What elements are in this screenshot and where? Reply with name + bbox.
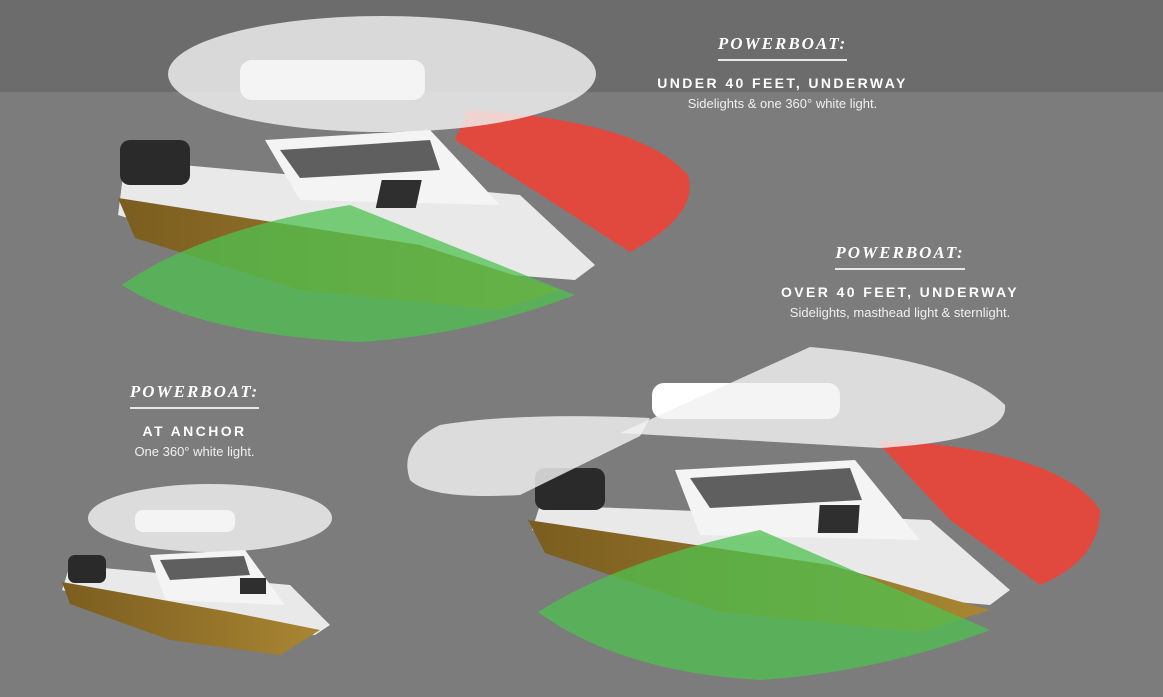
caption-subheading: OVER 40 FEET, UNDERWAY [781, 284, 1019, 300]
caption-over-40ft: POWERBOAT: OVER 40 FEET, UNDERWAY Sideli… [735, 243, 1065, 320]
caption-under-40ft: POWERBOAT: UNDER 40 FEET, UNDERWAY Sidel… [600, 34, 965, 111]
hatch [817, 505, 860, 533]
masthead-light-arc [620, 347, 1006, 448]
caption-subheading: AT ANCHOR [142, 423, 247, 439]
hull-stripe [62, 582, 320, 655]
hatch [240, 578, 266, 594]
white-360-light [88, 484, 332, 552]
caption-description: One 360° white light. [134, 444, 255, 459]
outboard-engine [120, 140, 190, 185]
caption-subheading: UNDER 40 FEET, UNDERWAY [657, 75, 908, 91]
sternlight-arc [407, 416, 650, 496]
caption-heading: POWERBOAT: [129, 382, 260, 409]
red-sidelight-arc [455, 110, 690, 252]
green-sidelight-arc [122, 205, 575, 342]
green-sidelight-arc [538, 530, 990, 680]
boat-over-40ft [407, 347, 1100, 680]
boat-under-40ft [118, 16, 690, 342]
hatch [375, 180, 422, 208]
red-sidelight-arc [880, 440, 1100, 585]
caption-heading: POWERBOAT: [835, 243, 965, 270]
boat-at-anchor [62, 484, 332, 655]
windshield [160, 556, 250, 580]
white-360-light [168, 16, 596, 132]
caption-description: Sidelights & one 360° white light. [687, 96, 878, 111]
caption-at-anchor: POWERBOAT: AT ANCHOR One 360° white ligh… [92, 382, 297, 459]
windshield [690, 468, 862, 508]
caption-heading: POWERBOAT: [717, 34, 848, 61]
outboard-engine [68, 555, 106, 583]
caption-description: Sidelights, masthead light & sternlight. [789, 305, 1011, 320]
windshield [280, 140, 440, 178]
